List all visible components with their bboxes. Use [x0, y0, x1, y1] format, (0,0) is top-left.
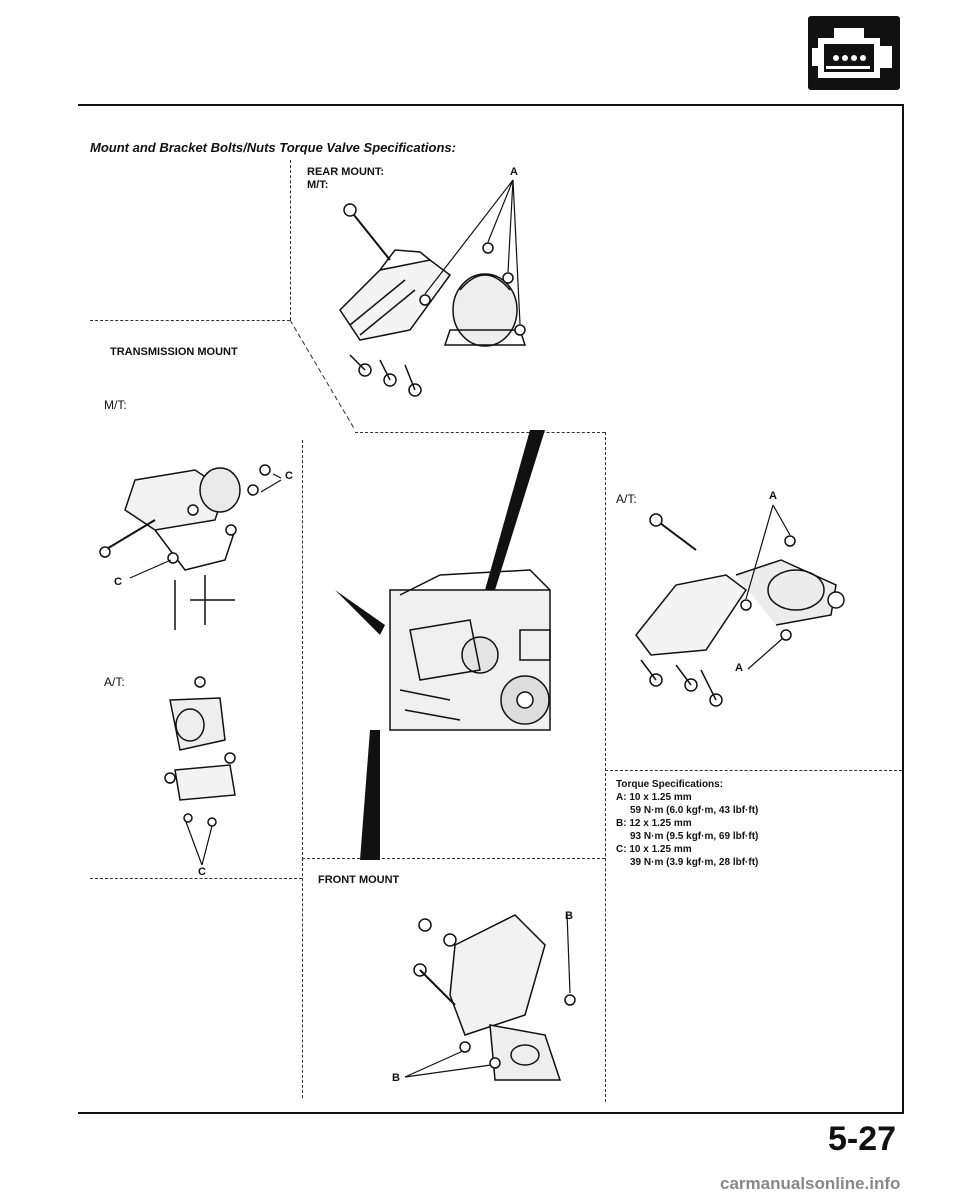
rear-mount-mt-label: M/T:: [307, 179, 329, 191]
front-callout-b1: B: [565, 910, 573, 922]
torque-c-size: C: 10 x 1.25 mm: [616, 844, 692, 855]
bottom-rule: [78, 1112, 904, 1114]
right-rule: [902, 104, 904, 1114]
torque-a-value: 59 N·m (6.0 kgf·m, 43 lbf·ft): [630, 805, 759, 816]
divider-front-top: [302, 858, 605, 859]
transmission-mount-mt-diagram: [99, 464, 282, 630]
torque-a-size: A: 10 x 1.25 mm: [616, 792, 692, 803]
torque-c-value: 39 N·m (3.9 kgf·m, 28 lbf·ft): [630, 857, 759, 868]
engine-block-icon: [812, 28, 892, 78]
divider-engine-right: [605, 432, 606, 1102]
transmission-callout-c2: C: [114, 576, 122, 588]
engine-assembly-diagram: [335, 430, 551, 860]
transmission-mount-at-diagram: [164, 676, 236, 866]
engine-section-icon: [808, 16, 900, 90]
divider-front-left: [302, 858, 303, 1098]
transmission-callout-c3: C: [198, 866, 206, 878]
transmission-mount-at-label: A/T:: [104, 675, 125, 689]
divider-rear-left: [290, 160, 291, 320]
transmission-callout-c1: C: [285, 470, 293, 482]
front-callout-b2: B: [392, 1072, 400, 1084]
rear-mount-at-label: A/T:: [616, 492, 637, 506]
torque-title: Torque Specifications:: [616, 779, 724, 790]
site-watermark: carmanualsonline.info: [720, 1174, 901, 1193]
rear-mount-at-diagram: [635, 504, 845, 707]
front-mount-diagram: [404, 912, 576, 1081]
page-heading: Mount and Bracket Bolts/Nuts Torque Valv…: [90, 140, 456, 155]
rear-mount-title: REAR MOUNT:: [307, 166, 384, 178]
divider-torque-top: [605, 770, 902, 771]
page-number: 5-27: [828, 1120, 897, 1158]
front-mount-title: FRONT MOUNT: [318, 874, 400, 886]
rear-at-callout-a1: A: [769, 490, 777, 502]
rear-mount-mt-diagram: [339, 179, 527, 397]
divider-engine-top: [355, 432, 605, 433]
divider-transmission-top: [90, 320, 290, 321]
divider-at-trans-bottom: [90, 878, 302, 879]
rear-mount-callout-a: A: [510, 166, 518, 178]
torque-b-size: B: 12 x 1.25 mm: [616, 818, 692, 829]
transmission-mount-mt-label: M/T:: [104, 398, 127, 412]
torque-b-value: 93 N·m (9.5 kgf·m, 69 lbf·ft): [630, 831, 759, 842]
torque-specs: Torque Specifications: A: 10 x 1.25 mm 5…: [616, 778, 758, 869]
rear-at-callout-a2: A: [735, 662, 743, 674]
divider-engine-left: [302, 440, 303, 860]
divider-diagonal: [289, 319, 356, 431]
top-rule: [78, 104, 904, 106]
transmission-mount-title: TRANSMISSION MOUNT: [110, 346, 238, 358]
